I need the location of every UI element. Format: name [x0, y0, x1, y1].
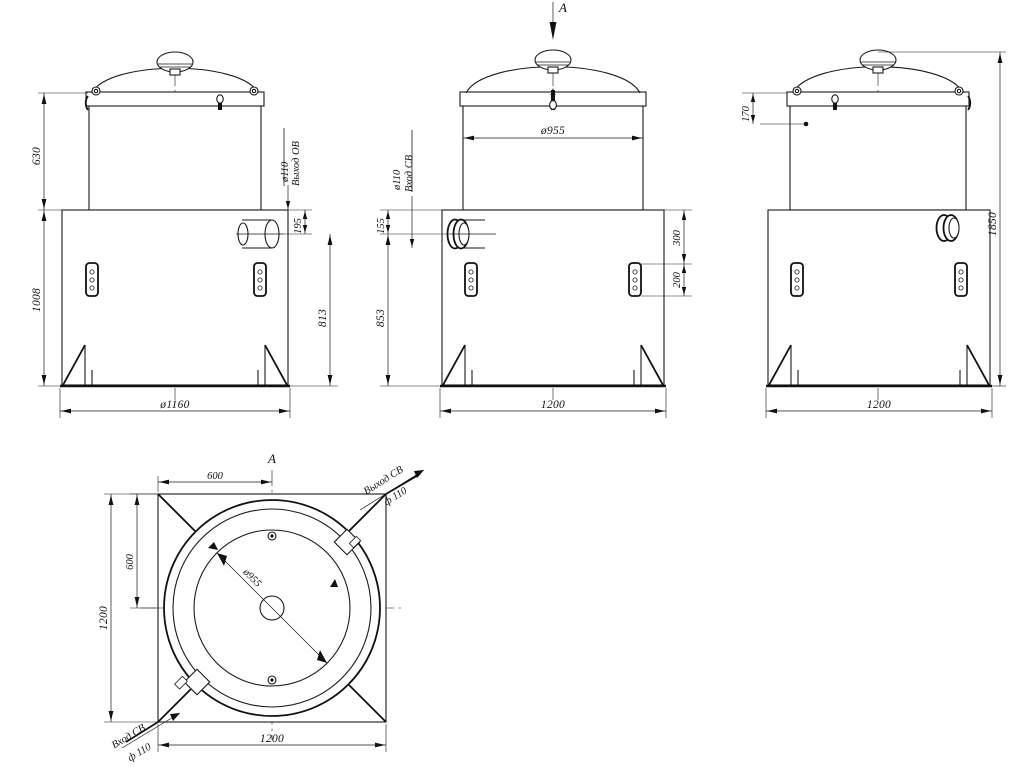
dimension-front-1008-label: 1008: [31, 288, 43, 312]
dimension-rear-1200: 1200: [765, 388, 993, 418]
dimension-side-200: 200: [641, 264, 692, 297]
dimension-rear-1850-label: 1850: [987, 212, 999, 236]
dimension-rear-1200-label: 1200: [867, 399, 891, 411]
front-base-supports: [60, 344, 290, 388]
dimension-rear-170: 170: [741, 92, 787, 124]
front-outlet-nozzle: [236, 219, 284, 249]
dimension-plan-600h-label: 600: [207, 471, 224, 482]
dimension-front-195: 195: [272, 185, 312, 235]
dimension-side-1200: 1200: [439, 388, 667, 418]
rear-level-point: [760, 121, 809, 127]
plan-inlet-nozzle: [174, 668, 211, 696]
plan-rotation-arrows: [208, 542, 338, 587]
dimension-side-300-label: 300: [672, 229, 683, 247]
side-lifting-lug-right: [628, 262, 642, 297]
section-marker-a-top: A: [549, 0, 567, 40]
dimension-plan-600v-label: 600: [125, 553, 136, 570]
dimension-plan-1200-horizontal: 1200: [157, 724, 387, 752]
side-inlet-nozzle: [446, 218, 496, 250]
dimension-side-853: 853: [375, 234, 440, 387]
view-plan-section: A ø955: [98, 451, 425, 764]
dimension-front-813-label: 813: [317, 309, 329, 327]
dimension-side-200-label: 200: [672, 271, 683, 288]
rear-lifting-lug-right: [954, 262, 968, 297]
dimension-front-195-label: 195: [293, 218, 304, 234]
dimension-front-1160-label: ø1160: [159, 399, 189, 411]
callout-front-outlet-dia: ø110: [280, 161, 291, 183]
dimension-side-155-label: 155: [376, 218, 387, 234]
front-upper-shell: [85, 91, 265, 211]
dimension-front-1160: ø1160: [59, 388, 291, 418]
plan-section-label: A: [267, 451, 276, 466]
view-rear-elevation: 170 1850 1200: [741, 49, 1006, 418]
front-dome-lid: [84, 51, 259, 111]
dimension-front-630: 630: [31, 92, 88, 211]
callout-front-outlet: ø110 Выход ОВ: [280, 128, 302, 186]
rear-lifting-lug-left: [790, 262, 804, 297]
dimension-side-300: 300: [641, 209, 692, 265]
dimension-plan-1200v-label: 1200: [98, 606, 110, 630]
plan-fitting-markers: [267, 531, 277, 685]
side-base-supports: [440, 344, 666, 388]
rear-nozzle-end: [935, 214, 960, 242]
dimension-plan-1200-vertical: 1200: [98, 493, 158, 723]
view-front-elevation: 630 1008 195 ø110 Выход ОВ: [31, 51, 338, 418]
front-lifting-lug-left: [85, 262, 99, 297]
dimension-side-853-label: 853: [375, 309, 387, 327]
side-lower-body: [441, 209, 665, 386]
side-upper-shell: [459, 91, 647, 211]
callout-side-inlet-name: Вход СВ: [404, 154, 415, 192]
dimension-side-955: ø955: [463, 125, 643, 141]
side-dome-lid: [465, 49, 641, 110]
rear-upper-shell: [786, 91, 970, 211]
front-lifting-lug-right: [253, 262, 267, 297]
callout-side-inlet-dia: ø110: [392, 169, 403, 191]
plan-outlet-nozzle: [333, 528, 362, 556]
dimension-front-813: 813: [290, 234, 338, 387]
dimension-side-955-label: ø955: [540, 125, 565, 137]
dimension-side-1200-label: 1200: [541, 399, 565, 411]
section-marker-a-label: A: [558, 0, 567, 15]
dimension-plan-1200h-label: 1200: [260, 733, 284, 745]
rear-dome-lid: [792, 49, 972, 111]
dimension-plan-600-horizontal: 600: [157, 471, 272, 492]
dimension-front-1008: 1008: [31, 210, 60, 387]
dimension-side-155: 155: [376, 209, 450, 235]
rear-base-supports: [766, 344, 992, 388]
view-side-elevation: ø955 ø110 Вход СВ 155 853: [375, 49, 692, 418]
front-lower-body: [61, 209, 289, 386]
dimension-rear-1850: 1850: [878, 51, 1006, 387]
dimension-rear-170-label: 170: [741, 105, 752, 122]
dimension-front-630-label: 630: [31, 147, 43, 165]
side-lifting-lug-left: [464, 262, 478, 297]
callout-side-inlet: ø110 Вход СВ: [392, 130, 415, 248]
callout-front-outlet-name: Выход ОВ: [291, 140, 302, 186]
